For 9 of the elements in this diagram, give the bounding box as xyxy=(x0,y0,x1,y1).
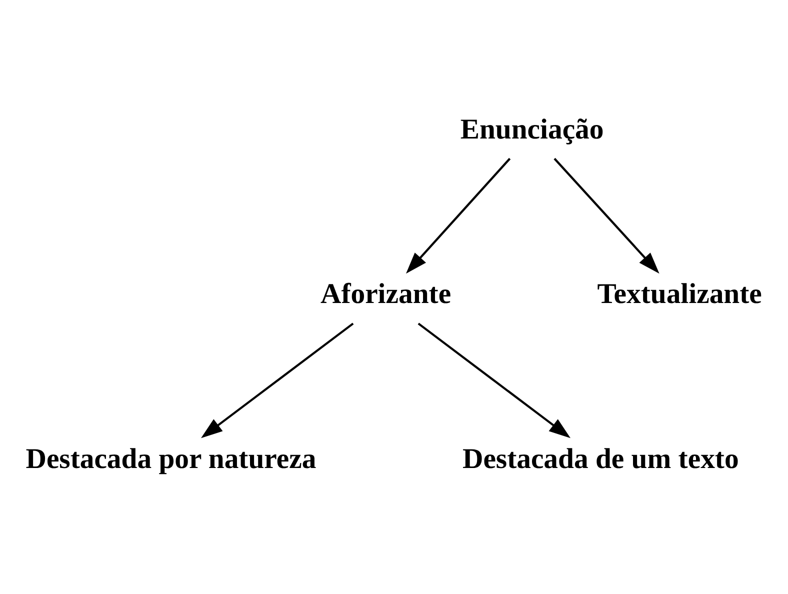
arrow xyxy=(406,157,511,274)
node-text: Destacada por natureza xyxy=(26,442,316,475)
arrow xyxy=(554,157,660,274)
node-text: Aforizante xyxy=(320,278,452,310)
node-text: Destacada de um texto xyxy=(462,442,739,475)
arrow xyxy=(201,322,354,438)
node-text: Enunciação xyxy=(460,112,604,145)
arrow xyxy=(418,322,570,438)
node-text: Textualizante xyxy=(597,278,762,310)
